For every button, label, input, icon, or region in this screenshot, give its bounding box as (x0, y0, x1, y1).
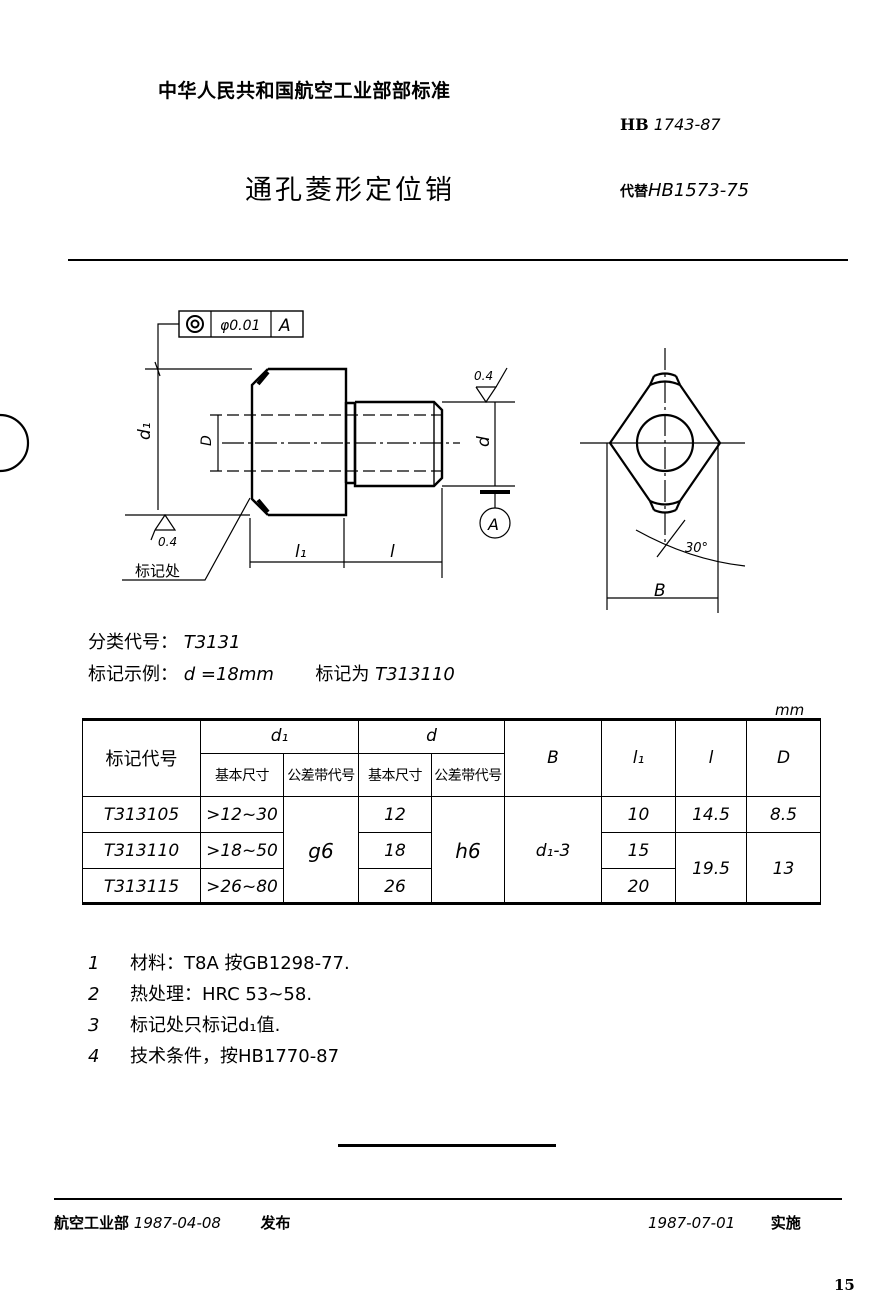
cell-code: T313105 (82, 796, 201, 833)
header-d1-tolerance: 公差带代号 (283, 753, 359, 797)
table-row: T313105 >12~30 g6 12 h6 d₁-3 10 14.5 8.5 (82, 796, 821, 905)
roughness-right: 0.4 (474, 369, 493, 383)
classification-line: 分类代号： T3131 (88, 632, 241, 653)
header-l1: l₁ (601, 718, 676, 797)
cell-code: T313115 (82, 868, 201, 905)
cell-l1: 15 (601, 832, 676, 869)
page-number: 15 (834, 1276, 855, 1294)
cell-l1: 10 (601, 796, 676, 833)
cell-D: 8.5 (746, 796, 821, 833)
replaces-label: 代替 (620, 184, 648, 200)
organization-title: 中华人民共和国航空工业部部标准 (158, 80, 451, 102)
cell-D: 13 (746, 832, 821, 905)
datum-a-circle (479, 507, 511, 539)
cell-B: d₁-3 (504, 796, 602, 905)
example-label: 标记示例 (88, 664, 160, 685)
cell-d-basic: 18 (358, 832, 432, 869)
cell-d1-basic: >26~80 (200, 868, 284, 905)
effective-info: 1987-07-01 实施 (648, 1212, 801, 1233)
cell-d-basic: 12 (358, 796, 432, 833)
label-l: l (390, 542, 395, 562)
cell-d1-basic: >12~30 (200, 796, 284, 833)
header-D: D (746, 718, 821, 797)
header-divider (68, 259, 848, 261)
marking-location-label: 标记处 (135, 562, 180, 580)
label-l1: l₁ (295, 542, 307, 562)
issuer: 航空工业部 (54, 1214, 130, 1232)
classification-value: T3131 (183, 632, 241, 653)
example-value: d =18mm (183, 664, 274, 685)
header-d: d (358, 718, 505, 754)
table-row: T313110 >18~50 18 15 19.5 13 (82, 832, 821, 905)
spec-table: 标记代号 d₁ d B l₁ l D 基本尺寸 公差带代号 基本尺寸 公差带代号… (82, 718, 821, 905)
effective-date: 1987-07-01 (648, 1214, 736, 1232)
cell-l: 19.5 (675, 832, 747, 905)
cell-d-basic: 26 (358, 868, 432, 905)
table-bottom-rule (82, 902, 820, 905)
issue-label: 发布 (260, 1214, 291, 1232)
classification-label: 分类代号 (88, 632, 160, 653)
table-row: T313115 >26~80 26 20 (82, 868, 821, 905)
tolerance-frame (157, 310, 304, 510)
unit-label: mm (775, 701, 805, 719)
standard-prefix: HB (620, 115, 649, 134)
header-d1: d₁ (200, 718, 359, 754)
cell-code: T313110 (82, 832, 201, 869)
angle-label: 30° (685, 541, 708, 556)
tolerance-datum: A (278, 316, 291, 336)
issue-info: 航空工业部 1987-04-08 发布 (54, 1212, 291, 1233)
document-title: 通孔菱形定位销 (245, 175, 455, 206)
concentricity-icon (186, 315, 204, 333)
marked-as-label: 标记为 (315, 664, 370, 685)
header-code: 标记代号 (82, 718, 201, 797)
datum-a-label: A (487, 515, 499, 534)
label-d1: d₁ (135, 422, 155, 440)
label-d: d (474, 436, 494, 447)
label-B: B (654, 581, 666, 601)
tolerance-value: φ0.01 (220, 318, 260, 334)
cell-l: 14.5 (675, 796, 747, 833)
replaces-number: HB1573-75 (648, 180, 750, 201)
technical-drawing: φ0.01 A d₁ D d 0.4 0.4 A l₁ l 标记处 30° B (0, 310, 746, 613)
header-B: B (504, 718, 602, 797)
marked-as-value: T313110 (375, 664, 455, 685)
footer-divider (54, 1198, 842, 1200)
marking-example-line: 标记示例： d =18mm 标记为 T313110 (88, 664, 455, 685)
issue-date: 1987-04-08 (133, 1214, 221, 1232)
cell-d1-tolerance: g6 (283, 796, 359, 905)
label-D: D (199, 435, 215, 446)
standard-code: 1743-87 (653, 115, 721, 134)
replaces-standard: 代替HB1573-75 (620, 180, 749, 201)
effective-label: 实施 (770, 1214, 801, 1232)
cell-l1: 20 (601, 868, 676, 905)
end-of-content-rule (338, 1144, 556, 1147)
cell-d-tolerance: h6 (431, 796, 505, 905)
cell-d1-basic: >18~50 (200, 832, 284, 869)
header-d1-basic: 基本尺寸 (200, 753, 284, 797)
header-d-tolerance: 公差带代号 (431, 753, 505, 797)
header-l: l (675, 718, 747, 797)
roughness-left: 0.4 (158, 535, 177, 549)
table-top-rule (82, 718, 820, 721)
standard-number: HB 1743-87 (620, 115, 721, 134)
header-d-basic: 基本尺寸 (358, 753, 432, 797)
